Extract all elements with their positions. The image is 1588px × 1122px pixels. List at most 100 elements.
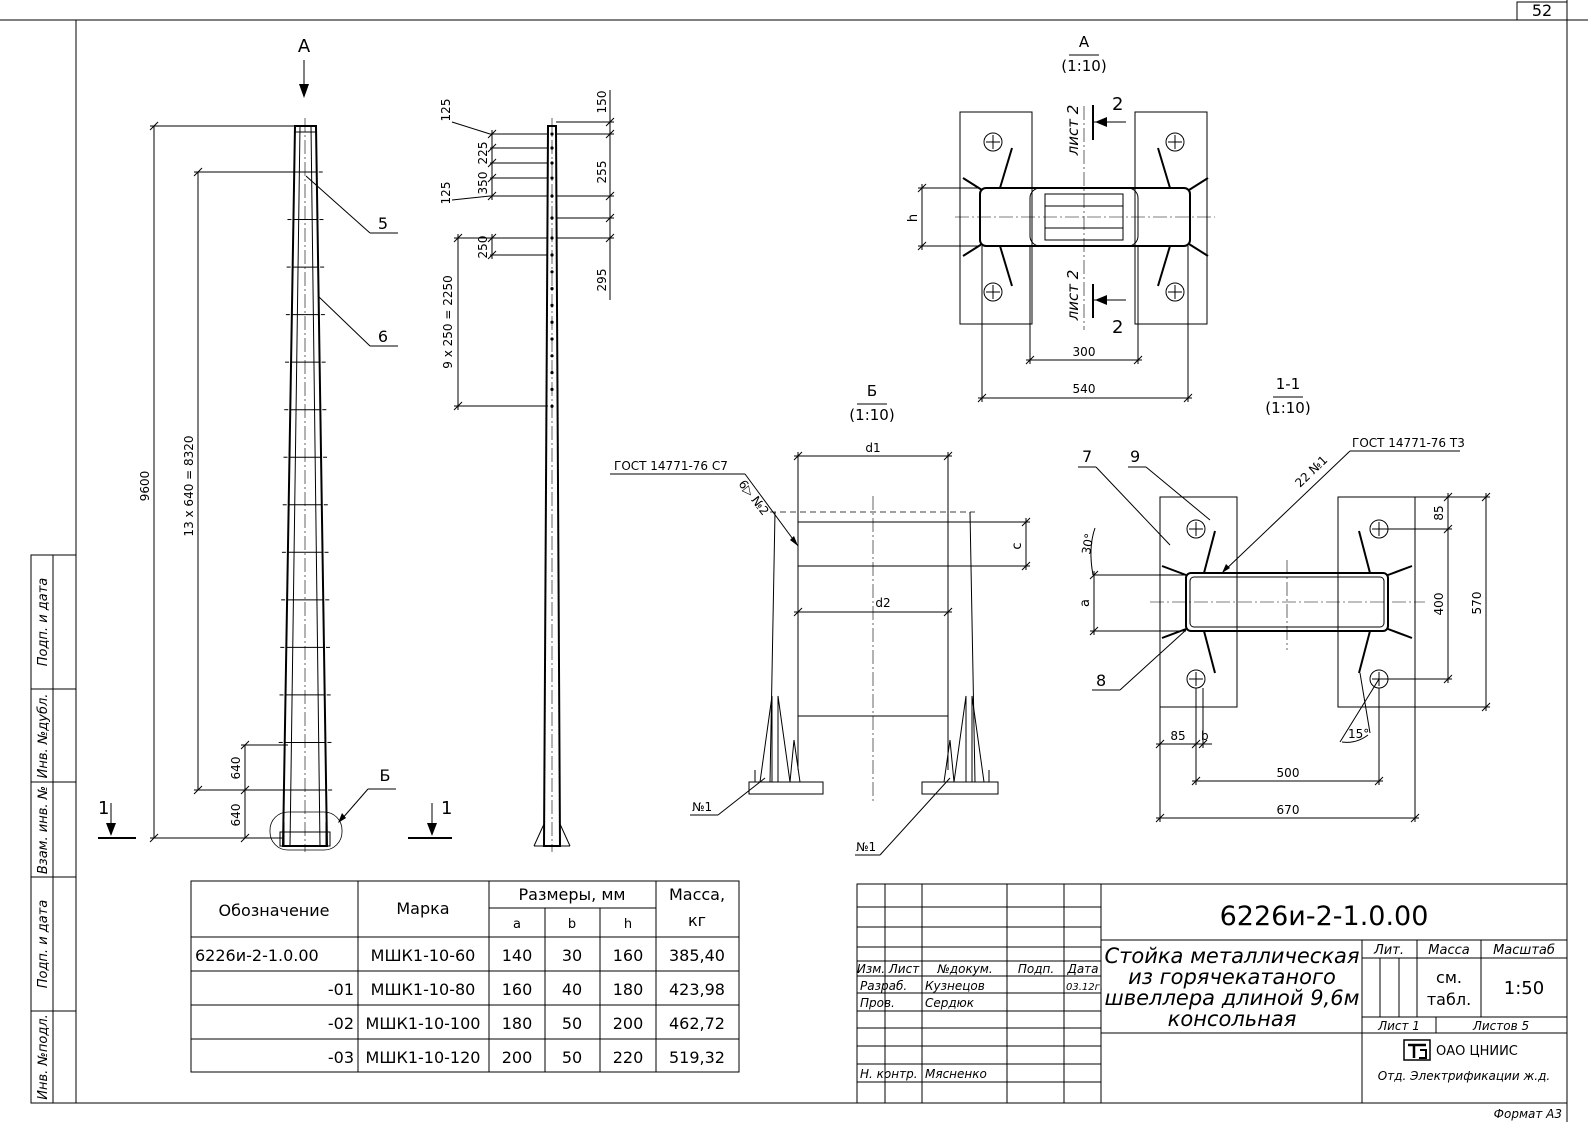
spec-cell-mass: 423,98 — [669, 980, 725, 999]
lit-label: Лит. — [1373, 943, 1404, 958]
angle-30: 30° — [1079, 532, 1096, 555]
view-b-stiffeners — [754, 695, 990, 783]
doc-code: 6226и-2-1.0.00 — [1220, 901, 1429, 932]
dim-640-upper: 640 — [229, 757, 243, 780]
mast-hole — [550, 253, 554, 257]
section-title: 1-1 — [1276, 375, 1301, 393]
callout-9: 9 — [1130, 447, 1140, 466]
spec-header-mass: Масса, — [669, 885, 725, 904]
callout-7: 7 — [1082, 447, 1092, 466]
section-scale: (1:10) — [1265, 399, 1310, 417]
mast-hole — [550, 132, 554, 136]
page-number: 52 — [1532, 1, 1552, 20]
spec-cell-mass: 385,40 — [669, 946, 725, 965]
dim-125-top: 125 — [439, 99, 453, 122]
mast-holes — [550, 132, 554, 408]
mast-elevation: А Б 1 1 9600 — [98, 36, 452, 852]
title-line-1: Стойка металлическая — [1104, 944, 1359, 968]
name-prov: Сердюк — [925, 996, 975, 1010]
view-a-scale: (1:10) — [1061, 57, 1106, 75]
side-stamp: Подп. и дата Инв. №дубл. Взам. инв. № По… — [30, 554, 77, 1104]
view-a-title: А — [1079, 33, 1090, 51]
spec-cell-mark: МШК1-10-120 — [366, 1048, 481, 1067]
view-b-weld-note: ГОСТ 14771-76 С7 — [614, 459, 728, 473]
dim-85-top: 85 — [1432, 505, 1446, 520]
sheets-total: Листов 5 — [1472, 1019, 1529, 1033]
mast-hole — [550, 404, 554, 408]
mast-hole — [550, 176, 554, 180]
dim-85-left: 85 — [1170, 729, 1185, 743]
dim-295: 295 — [595, 269, 609, 292]
dim-350: 350 — [476, 172, 490, 195]
view-a-holes — [983, 132, 1185, 302]
org-name: ОАО ЦНИИС — [1436, 1044, 1518, 1059]
dim-570: 570 — [1470, 592, 1484, 615]
dim-150: 150 — [595, 91, 609, 114]
dim-670: 670 — [1277, 803, 1300, 817]
dim-b: b — [1201, 729, 1209, 743]
masshtab-label: Масштаб — [1493, 943, 1555, 958]
mast-hole — [550, 387, 554, 391]
spec-header-designation: Обозначение — [218, 901, 329, 920]
spec-cell-b: 40 — [562, 980, 582, 999]
spec-header-mass-unit: кг — [688, 911, 706, 930]
cut-mark-2-top: 2 — [1112, 94, 1123, 115]
angle-15: 15° — [1348, 727, 1369, 741]
spec-cell-h: 160 — [613, 946, 644, 965]
col-ndoc: №докум. — [936, 962, 992, 976]
mast-hole — [550, 161, 554, 165]
section-mark-1-left: 1 — [98, 798, 109, 819]
dim-250: 250 — [476, 236, 490, 259]
spec-cell-h: 200 — [613, 1014, 644, 1033]
dept-name: Отд. Электрификации ж.д. — [1378, 1069, 1550, 1083]
massa-value-1: см. — [1436, 968, 1462, 987]
cut-mark-2-bottom: 2 — [1112, 317, 1123, 338]
spec-cell-mark: МШК1-10-80 — [371, 980, 476, 999]
col-podp: Подп. — [1018, 962, 1054, 976]
spec-header-mark: Марка — [396, 899, 449, 918]
section-holes — [1186, 519, 1389, 689]
view-mark-a: А — [298, 36, 311, 57]
dim-400: 400 — [1432, 593, 1446, 616]
sheet-ref-bottom: лист 2 — [1064, 270, 1082, 322]
name-nkontr: Мясненко — [925, 1067, 987, 1081]
section-mark-1-right: 1 — [441, 798, 452, 819]
stamp-inv-dup: Инв. №дубл. — [36, 694, 51, 779]
dim-225: 225 — [476, 142, 490, 165]
mast-hole — [550, 303, 554, 307]
callout-8: 8 — [1096, 671, 1106, 690]
massa-label: Масса — [1428, 943, 1469, 958]
stamp-inv-orig: Инв. №подл. — [36, 1014, 51, 1100]
view-b-label-n1-right: №1 — [856, 840, 876, 854]
title-line-4: консольная — [1168, 1007, 1297, 1031]
stamp-sign-date-2: Подп. и дата — [36, 900, 51, 989]
mast-hole — [550, 270, 554, 274]
view-b-detail: Б (1:10) d1 d2 c — [610, 382, 1031, 856]
view-b-label-n1-left: №1 — [692, 800, 712, 814]
row-nkontr: Н. контр. — [860, 1067, 918, 1081]
scale-value: 1:50 — [1504, 978, 1544, 999]
row-prov: Пров. — [860, 996, 895, 1010]
stamp-replace-inv: Взам. инв. № — [36, 786, 51, 874]
view-b-scale: (1:10) — [849, 406, 894, 424]
org-logo-icon — [1403, 1039, 1431, 1061]
spec-cell-a: 160 — [502, 980, 533, 999]
mast-hole — [550, 320, 554, 324]
sheet-no: Лист 1 — [1377, 1019, 1420, 1033]
format-label: Формат А3 — [1494, 1107, 1562, 1121]
title-line-2: из горячекатаного — [1128, 965, 1336, 989]
spec-header-sizes: Размеры, мм — [519, 885, 626, 904]
spec-cell-designation: 6226и-2-1.0.00 — [195, 946, 319, 965]
title-line-3: швеллера длиной 9,6м — [1105, 986, 1360, 1010]
view-b-title: Б — [867, 382, 877, 400]
dim-500: 500 — [1277, 766, 1300, 780]
row-razrab: Разраб. — [860, 979, 907, 993]
spec-cell-designation: -01 — [328, 980, 354, 999]
title-block: 6226и-2-1.0.00 Стойка металлическая из г… — [856, 883, 1568, 1104]
dim-tie-pitch: 13 х 640 = 8320 — [182, 435, 196, 536]
mast-hole — [550, 287, 554, 291]
date-razrab: 03.12г. — [1066, 982, 1103, 993]
section-weld-note: ГОСТ 14771-76 Т3 — [1352, 436, 1465, 450]
